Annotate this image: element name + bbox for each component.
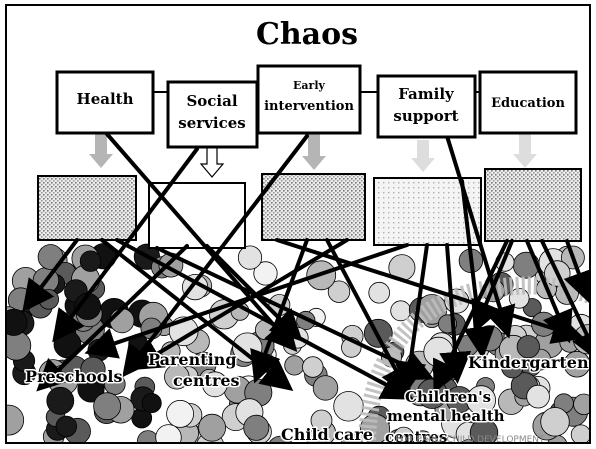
background-circle xyxy=(461,439,476,442)
connection-arrow xyxy=(155,246,435,381)
background-circle xyxy=(164,364,190,390)
sector-label-health: Health xyxy=(77,90,134,108)
connection-arrow xyxy=(84,243,409,359)
service-label-mental-3: centres xyxy=(385,428,447,444)
background-circle xyxy=(137,430,159,442)
sector-label-social-1: Social xyxy=(186,92,237,110)
sector-label-early-2: intervention xyxy=(264,99,354,114)
block-arrow-health xyxy=(89,134,113,168)
sector-label-education: Education xyxy=(491,96,565,111)
diagram-canvas: Chaos Health Social services Early inter… xyxy=(7,17,591,444)
connection-arrow xyxy=(36,244,189,392)
background-circle xyxy=(253,261,278,286)
sector-box-health xyxy=(55,70,155,135)
background-circle xyxy=(409,430,436,442)
background-circle xyxy=(327,280,351,303)
connection-arrow xyxy=(105,132,298,353)
program-box-health xyxy=(37,175,137,241)
ring-band xyxy=(358,276,589,442)
connection-arrow xyxy=(275,238,585,344)
connection-arrow xyxy=(563,239,589,304)
footer-text: FOR EARLY CHILD DEVELOPMENT xyxy=(395,435,545,444)
block-arrow-family xyxy=(411,140,435,172)
background-circle xyxy=(46,386,75,415)
background-circle xyxy=(55,415,78,438)
background-circle xyxy=(306,430,327,442)
background-circle xyxy=(269,435,292,442)
service-label-kindergartens: Kindergartens xyxy=(468,353,591,372)
background-circle xyxy=(201,371,228,398)
diagram-title: Chaos xyxy=(256,17,358,52)
background-circle xyxy=(237,245,263,270)
sector-box-early xyxy=(256,64,362,135)
background-circle xyxy=(526,384,550,409)
block-arrow-education xyxy=(513,134,537,168)
background-circle xyxy=(284,355,305,376)
background-circle xyxy=(469,418,499,442)
block-arrow-social xyxy=(199,145,225,178)
sector-label-early-1: Early xyxy=(293,79,325,92)
program-box-education xyxy=(484,168,582,242)
background-circle xyxy=(38,288,60,310)
background-circle xyxy=(79,250,102,272)
connection-arrow xyxy=(52,147,199,343)
diagram-frame: Chaos Health Social services Early inter… xyxy=(5,4,591,444)
sector-label-social-2: services xyxy=(178,114,245,132)
background-circle xyxy=(243,414,270,441)
background-circle xyxy=(333,391,364,422)
background-circle xyxy=(141,393,162,414)
background-circle xyxy=(104,373,126,396)
background-circle xyxy=(466,385,497,416)
background-circle xyxy=(393,426,415,442)
background-circle xyxy=(7,308,28,336)
arrow-layer xyxy=(22,132,589,400)
background-circle xyxy=(570,424,589,442)
background-circle xyxy=(198,413,227,442)
block-arrow-early xyxy=(302,134,326,170)
background-circle xyxy=(166,399,195,428)
service-label-mental-2: mental health xyxy=(387,407,505,425)
background-circle xyxy=(540,407,570,437)
service-label-preschools: Preschools xyxy=(25,367,122,386)
background-circle xyxy=(340,433,363,442)
connection-arrow xyxy=(325,238,411,399)
connection-arrow xyxy=(130,238,349,371)
sector-label-family-2: support xyxy=(393,107,458,125)
program-box-early xyxy=(261,173,366,241)
sector-box-education xyxy=(478,70,578,135)
service-label-parenting-1: Parenting xyxy=(148,350,237,369)
background-circle xyxy=(155,424,182,442)
connection-arrow xyxy=(471,239,514,334)
connection-arrow xyxy=(439,243,472,384)
connection-arrow xyxy=(22,238,79,313)
background-circle xyxy=(93,392,121,421)
background-circle xyxy=(7,404,25,436)
service-label-parenting-2: centres xyxy=(173,371,240,390)
service-label-child-care: Child care xyxy=(281,425,373,444)
sector-box-family xyxy=(376,74,477,139)
sector-label-family-1: Family xyxy=(398,85,455,103)
background-circle xyxy=(302,356,324,378)
background-circle xyxy=(109,308,135,334)
background-circle xyxy=(312,375,339,401)
background-circle xyxy=(573,393,589,415)
background-circle xyxy=(516,335,540,359)
background-circle xyxy=(310,409,333,432)
background-circle xyxy=(368,281,391,304)
service-label-mental-1: Children's xyxy=(405,388,491,406)
